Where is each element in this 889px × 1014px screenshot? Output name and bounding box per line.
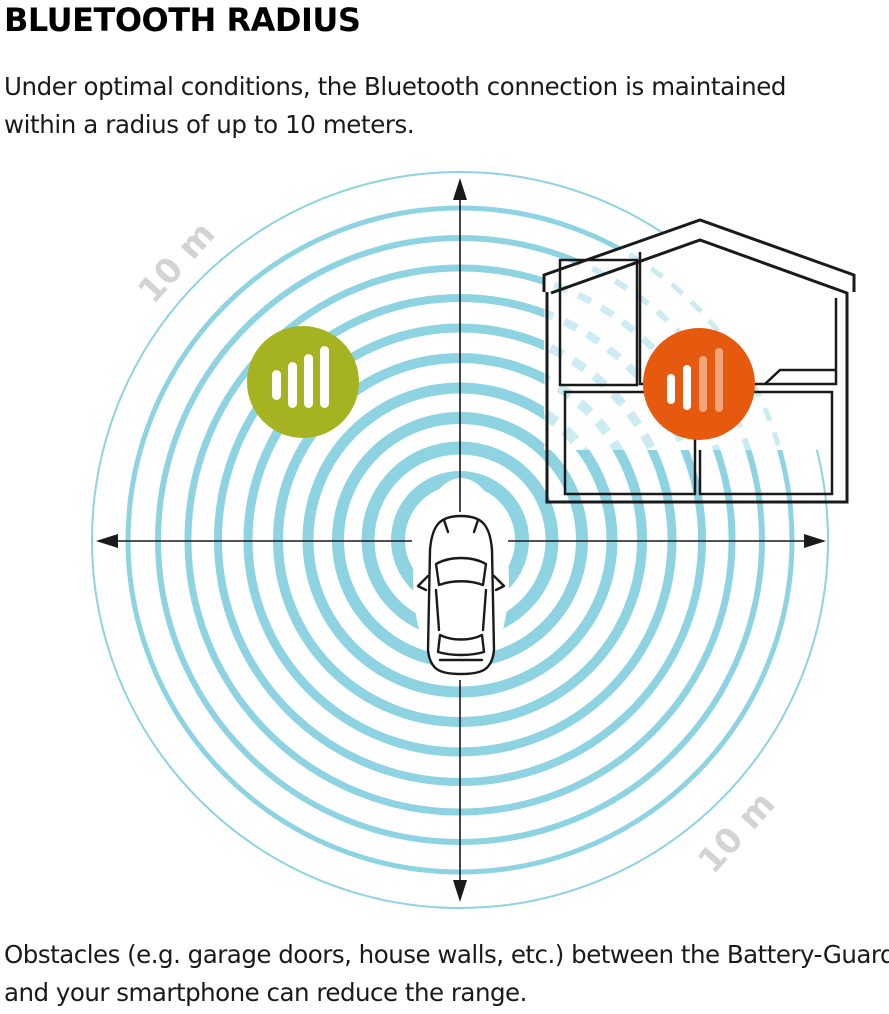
- intro-text: Under optimal conditions, the Bluetooth …: [4, 68, 884, 144]
- car-icon: [416, 514, 506, 676]
- axes: [116, 190, 808, 888]
- signal-strong-icon: [247, 326, 359, 438]
- radius-label-top: 10 m: [130, 214, 223, 311]
- obstacle-note-line-2: and your smartphone can reduce the range…: [4, 978, 527, 1007]
- page-title: BLUETOOTH RADIUS: [4, 1, 361, 39]
- intro-line-2: within a radius of up to 10 meters.: [4, 110, 415, 139]
- intro-line-1: Under optimal conditions, the Bluetooth …: [4, 72, 787, 101]
- bluetooth-range-diagram: 10 m 10 m: [91, 171, 856, 909]
- obstacle-note-line-1: Obstacles (e.g. garage doors, house wall…: [4, 940, 889, 969]
- signal-weak-icon: [643, 328, 755, 440]
- range-boundary-circle: [91, 171, 829, 909]
- axis-arrowheads: [96, 178, 826, 902]
- radius-label-bottom: 10 m: [690, 784, 783, 881]
- obstacle-note: Obstacles (e.g. garage doors, house wall…: [4, 936, 889, 1012]
